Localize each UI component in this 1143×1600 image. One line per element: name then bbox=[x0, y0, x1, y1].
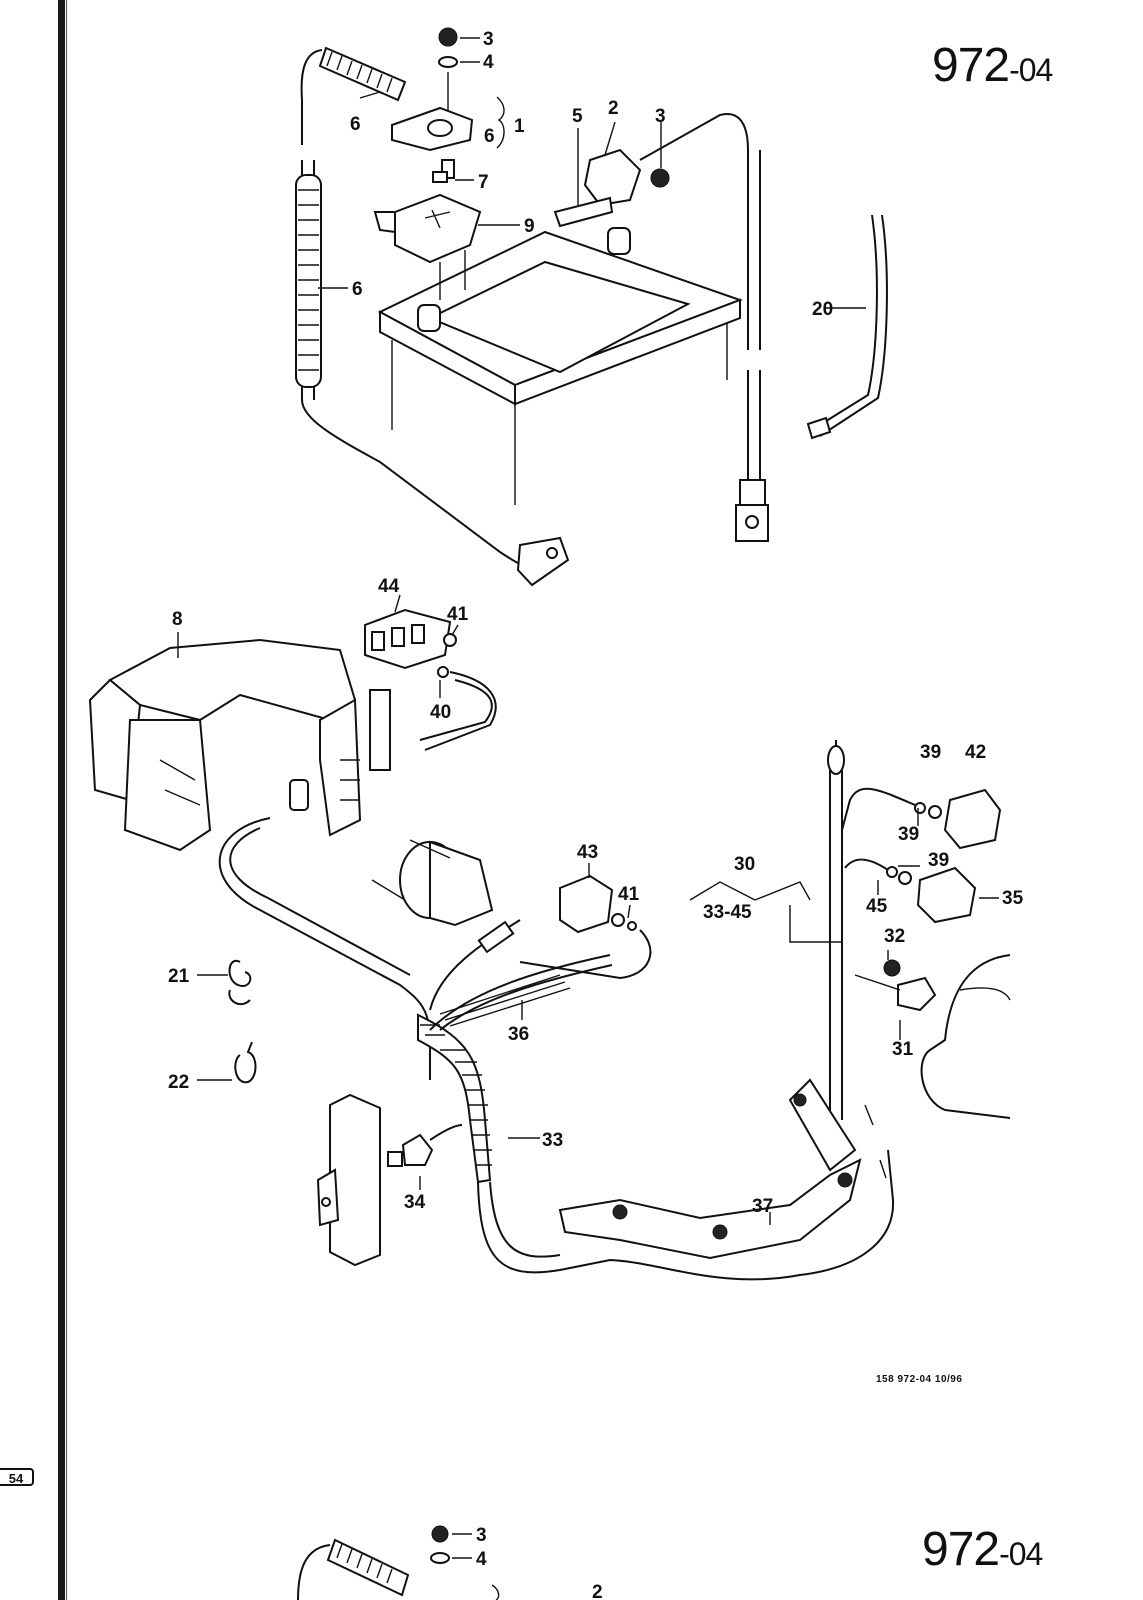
page-number-main: 972 bbox=[932, 39, 1010, 92]
callout-37: 37 bbox=[752, 1196, 773, 1217]
bracket-34 bbox=[316, 1093, 463, 1267]
callout-labels: 3 4 6 6 1 7 9 6 5 2 3 20 8 44 41 40 39 4… bbox=[168, 29, 1024, 1217]
callout-3: 3 bbox=[483, 29, 494, 50]
callout-41: 41 bbox=[618, 884, 640, 905]
callout-22: 22 bbox=[168, 1072, 189, 1093]
positive-terminal-clamp bbox=[553, 113, 769, 542]
callout-7: 7 bbox=[478, 172, 489, 193]
callout-30-range: 33-45 bbox=[703, 902, 752, 923]
callout-44: 44 bbox=[378, 576, 400, 597]
binder-edge-line bbox=[58, 0, 65, 1600]
battery-terminal-clamp bbox=[391, 27, 474, 183]
leader-lines bbox=[177, 37, 999, 1225]
callout-32: 32 bbox=[884, 926, 905, 947]
callout-41: 41 bbox=[447, 604, 469, 625]
callout-20: 20 bbox=[812, 299, 833, 320]
connector-42 bbox=[841, 787, 1002, 850]
callout-30: 30 bbox=[734, 854, 755, 875]
callout-35: 35 bbox=[1002, 888, 1024, 909]
callout-39: 39 bbox=[920, 742, 941, 763]
callout-39: 39 bbox=[928, 850, 949, 871]
next-page-number-main: 972 bbox=[922, 1523, 1000, 1576]
callout-39: 39 bbox=[898, 824, 919, 845]
engine-block-outline bbox=[920, 954, 1011, 1119]
ground-strap bbox=[806, 214, 888, 440]
callout-8: 8 bbox=[172, 609, 183, 630]
next-page-number: 972-04 bbox=[922, 1522, 1043, 1577]
callout-43: 43 bbox=[577, 842, 598, 863]
callout-2: 2 bbox=[608, 98, 619, 119]
next-callout-4: 4 bbox=[476, 1549, 487, 1570]
callout-3: 3 bbox=[655, 106, 666, 127]
callout-40: 40 bbox=[430, 702, 451, 723]
callout-9: 9 bbox=[524, 216, 535, 237]
wiring-harness bbox=[218, 740, 895, 1281]
callout-6: 6 bbox=[484, 126, 495, 147]
page-number-suffix: -04 bbox=[1009, 52, 1053, 88]
next-callout-3: 3 bbox=[476, 1525, 487, 1546]
connector-35 bbox=[844, 858, 977, 924]
starter-solenoid bbox=[371, 839, 494, 927]
callout-4: 4 bbox=[483, 52, 494, 73]
callout-6: 6 bbox=[350, 114, 361, 135]
page-tab-marker: 54 bbox=[0, 1468, 34, 1486]
cable-guide-37 bbox=[558, 1078, 887, 1260]
callout-21: 21 bbox=[168, 966, 190, 987]
next-page-fragment: 3 4 2 bbox=[297, 1525, 603, 1600]
battery bbox=[377, 227, 743, 505]
next-page-number-suffix: -04 bbox=[999, 1536, 1043, 1572]
callout-5: 5 bbox=[572, 106, 583, 127]
connector-43 bbox=[519, 874, 652, 980]
callout-31: 31 bbox=[892, 1039, 914, 1060]
battery-holddown-bracket bbox=[373, 193, 482, 300]
page-number: 972-04 bbox=[932, 38, 1053, 93]
callout-34: 34 bbox=[404, 1192, 426, 1213]
cable-clip-21 bbox=[228, 959, 252, 1006]
callout-1: 1 bbox=[514, 116, 525, 137]
callout-36: 36 bbox=[508, 1024, 529, 1045]
callout-33: 33 bbox=[542, 1130, 563, 1151]
callout-6: 6 bbox=[352, 279, 363, 300]
cable-clip-22 bbox=[234, 1041, 257, 1084]
relay-carrier-bracket bbox=[88, 638, 391, 852]
next-callout-2: 2 bbox=[592, 1582, 603, 1600]
callout-42: 42 bbox=[965, 742, 986, 763]
drawing-reference: 158 972-04 10/96 bbox=[876, 1374, 963, 1385]
relay-plug-connector bbox=[364, 608, 497, 751]
negative-cable-with-sleeve bbox=[295, 46, 570, 587]
callout-45: 45 bbox=[866, 896, 888, 917]
ground-terminal-31 bbox=[854, 959, 937, 1012]
binder-edge-line-inner bbox=[66, 0, 67, 1600]
